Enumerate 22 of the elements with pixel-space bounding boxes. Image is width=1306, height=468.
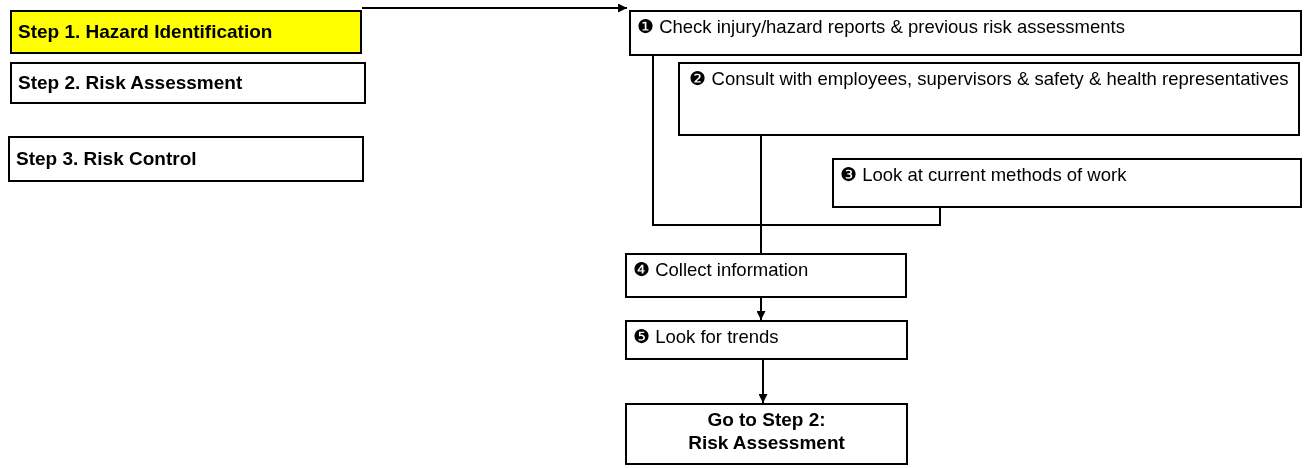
process-box [625,320,908,360]
process-box [629,10,1302,56]
step-box [8,136,364,182]
box-text: Step 3. Risk Control [16,147,198,171]
box-text: ❸ Look at current methods of work [840,163,1128,187]
arrow [361,3,628,13]
process-box [832,158,1302,208]
box-text: Go to Step 2: Risk Assessment [687,409,846,455]
box-text: ❶ Check injury/hazard reports & previous risk assessments [637,15,1126,39]
process-box [678,62,1300,136]
box-text: Step 2. Risk Assessment [18,71,244,95]
box-text: ❹ Collect information [633,258,810,282]
step-box [10,10,362,54]
box-text: ❺ Look for trends [633,325,780,349]
arrow [756,297,766,321]
arrow [758,359,768,404]
box-text: ❷ Consult with employees, supervisors & safety & health representatives [688,67,1290,91]
process-box [625,253,907,298]
box-text: Step 1. Hazard Identification [18,20,274,44]
step-box [10,62,366,104]
connector-line [760,135,762,254]
terminal-box [625,403,908,465]
